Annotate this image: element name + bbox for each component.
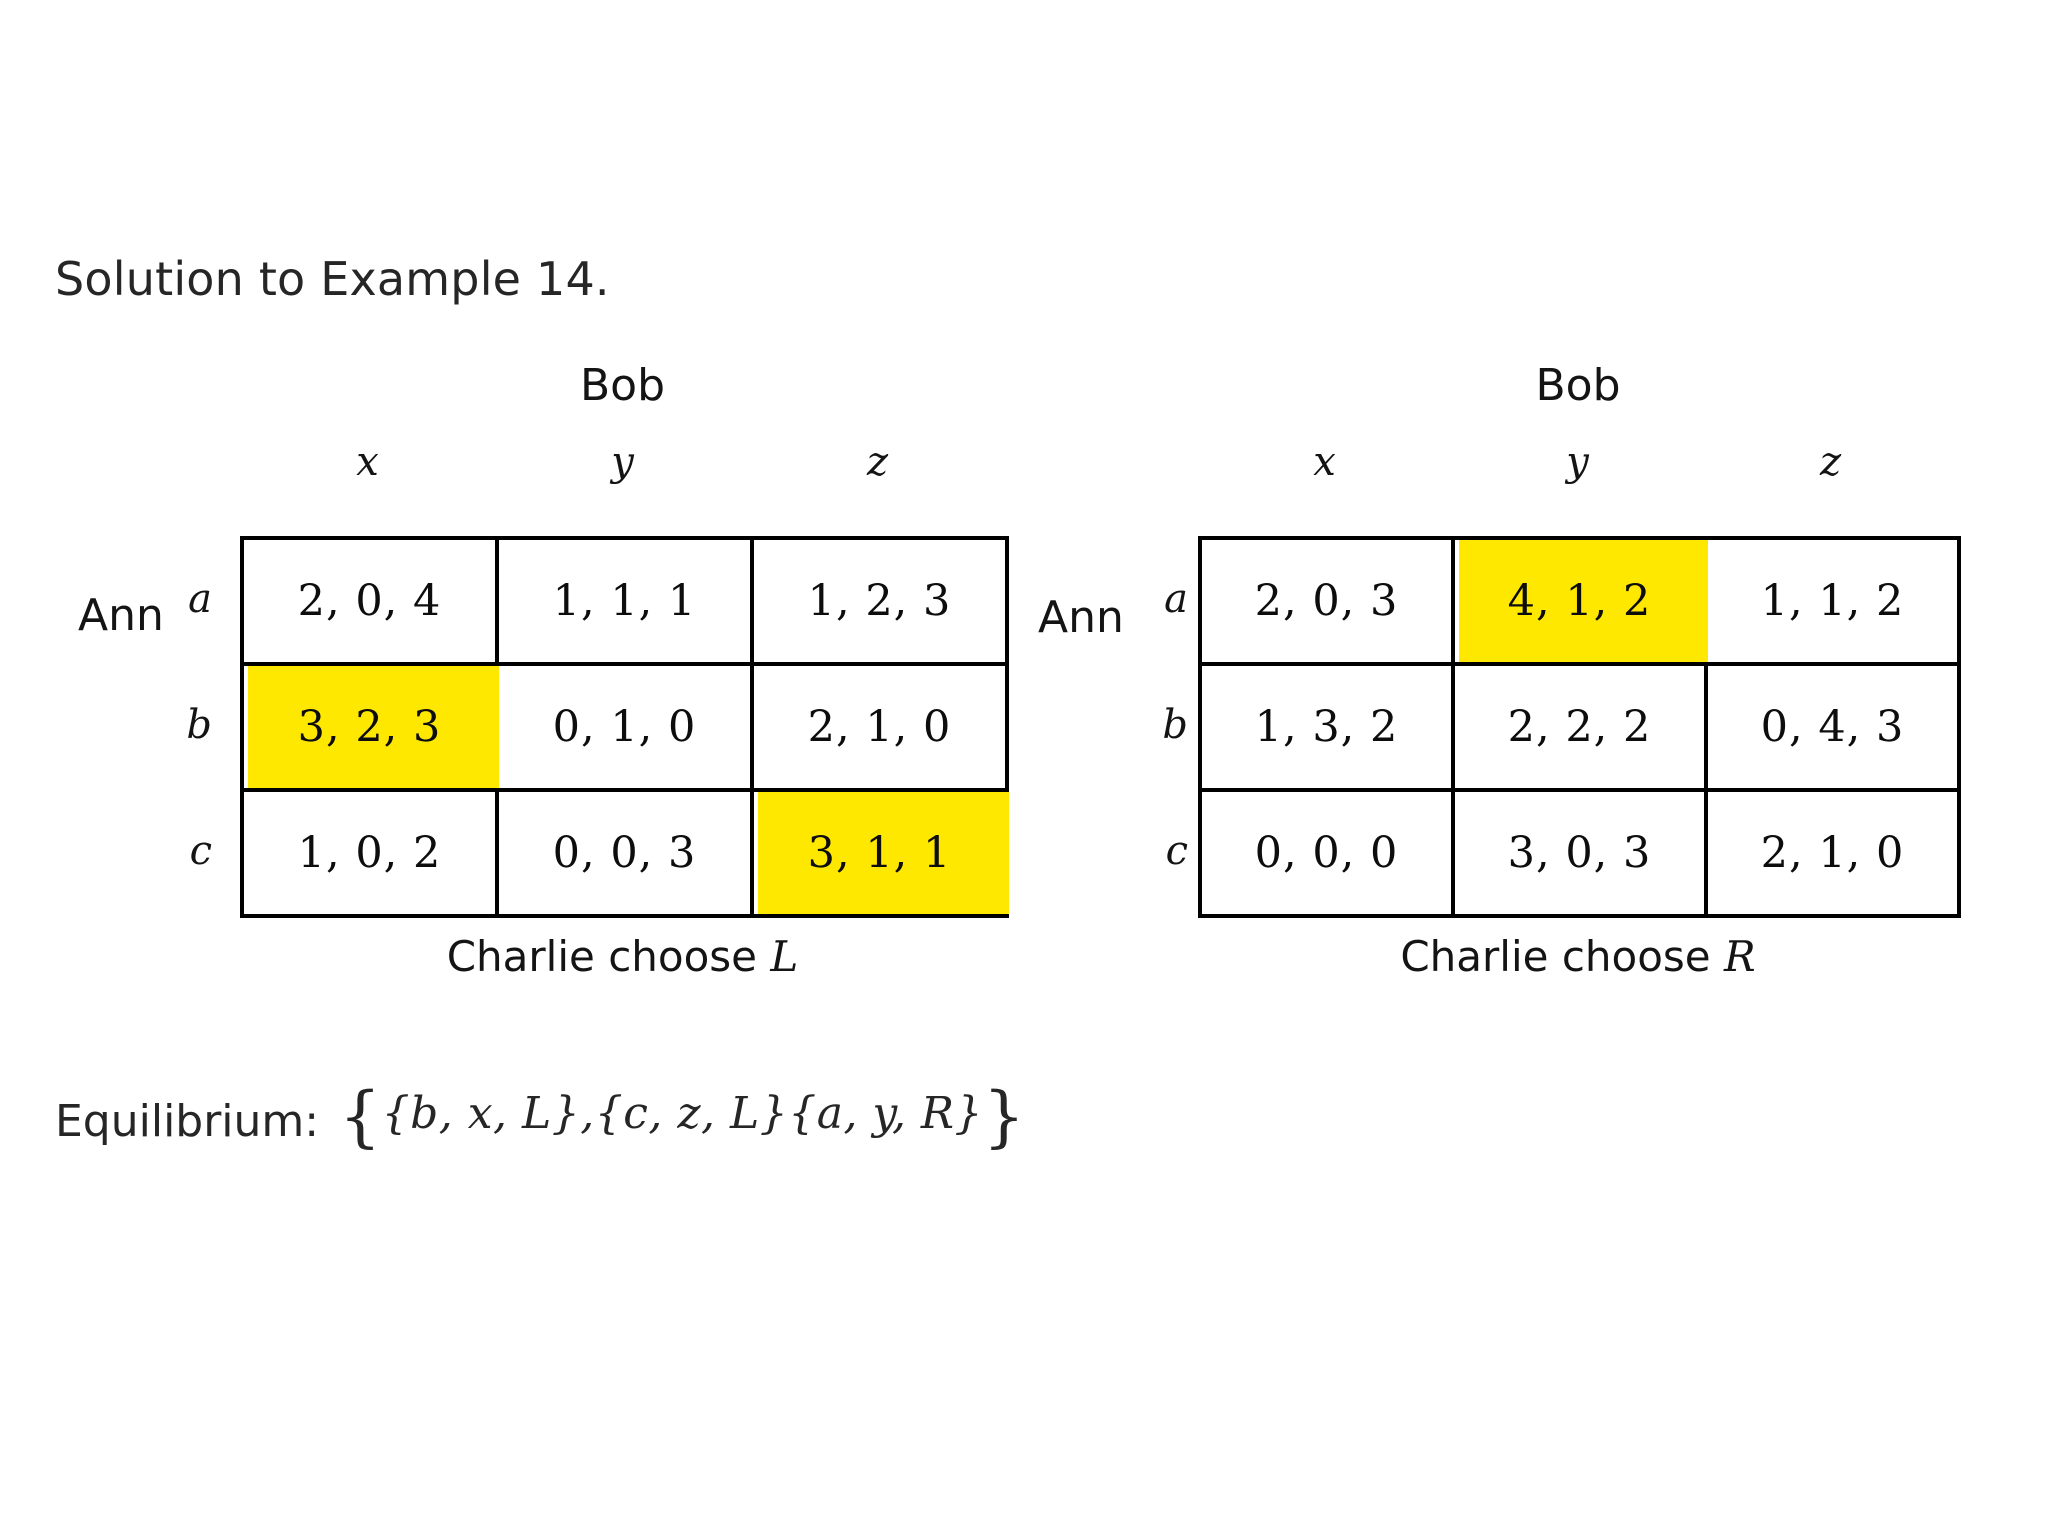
payoff-cell-c-z[interactable]: 3, 1, 1 <box>754 792 1009 918</box>
page-title: Solution to Example 14. <box>55 252 610 306</box>
row-header-a: a <box>1164 576 1188 622</box>
equilibrium-line: Equilibrium: { {b, x, L} , {c, z, L} {a,… <box>55 1077 1026 1155</box>
payoff-value: 4, 1, 2 <box>1507 576 1652 626</box>
payoff-grid: 2, 0, 4 1, 1, 1 1, 2, 3 3, 2, 3 0, 1, 0 … <box>240 536 1009 918</box>
column-player-label: Bob <box>579 360 666 411</box>
equilibrium-profile-2: {c, z, L} <box>594 1088 789 1139</box>
caption-text: Charlie choose <box>1400 932 1711 981</box>
payoff-cell-b-x[interactable]: 1, 3, 2 <box>1202 666 1455 792</box>
payoff-cell-b-y[interactable]: 2, 2, 2 <box>1455 666 1708 792</box>
table-row: 2, 0, 3 4, 1, 2 1, 1, 2 <box>1202 540 1961 666</box>
caption-text: Charlie choose <box>446 932 758 981</box>
payoff-cell-b-z[interactable]: 0, 4, 3 <box>1708 666 1961 792</box>
row-header-c: c <box>1165 828 1188 874</box>
payoff-value: 2, 1, 0 <box>807 702 952 752</box>
table-row: 0, 0, 0 3, 0, 3 2, 1, 0 <box>1202 792 1961 918</box>
caption-action: L <box>770 932 799 981</box>
payoff-value: 3, 0, 3 <box>1507 828 1652 878</box>
payoff-value: 0, 4, 3 <box>1760 702 1905 752</box>
column-header-y: y <box>611 439 634 485</box>
payoff-value: 0, 0, 0 <box>1254 828 1399 878</box>
table-row: 1, 3, 2 2, 2, 2 0, 4, 3 <box>1202 666 1961 792</box>
payoff-value: 2, 0, 4 <box>297 576 442 626</box>
row-header-b: b <box>186 702 212 748</box>
payoff-cell-c-x[interactable]: 1, 0, 2 <box>244 792 499 918</box>
payoff-value: 1, 1, 2 <box>1760 576 1905 626</box>
payoff-cell-b-x[interactable]: 3, 2, 3 <box>244 666 499 792</box>
row-headers: a b c <box>162 536 224 914</box>
payoff-value: 2, 0, 3 <box>1254 576 1399 626</box>
payoff-cell-b-y[interactable]: 0, 1, 0 <box>499 666 754 792</box>
payoff-value: 1, 0, 2 <box>297 828 442 878</box>
payoff-cell-a-z[interactable]: 1, 2, 3 <box>754 540 1009 666</box>
table-row: 3, 2, 3 0, 1, 0 2, 1, 0 <box>244 666 1009 792</box>
payoff-value: 3, 1, 1 <box>807 828 952 878</box>
column-player-label: Bob <box>1535 360 1621 411</box>
payoff-grid: 2, 0, 3 4, 1, 2 1, 1, 2 1, 3, 2 2, 2, 2 … <box>1198 536 1961 918</box>
payoff-cell-a-y[interactable]: 4, 1, 2 <box>1455 540 1708 666</box>
payoff-cell-c-x[interactable]: 0, 0, 0 <box>1202 792 1455 918</box>
caption-action: R <box>1724 932 1756 981</box>
equilibrium-separator-1: , <box>580 1088 595 1139</box>
payoff-value: 2, 2, 2 <box>1507 702 1652 752</box>
payoff-cell-a-z[interactable]: 1, 1, 2 <box>1708 540 1961 666</box>
equilibrium-profile-1: {b, x, L} <box>381 1088 581 1139</box>
payoff-value: 0, 1, 0 <box>552 702 697 752</box>
payoff-value: 1, 2, 3 <box>807 576 952 626</box>
table-row: 2, 0, 4 1, 1, 1 1, 2, 3 <box>244 540 1009 666</box>
row-header-b: b <box>1162 702 1188 748</box>
payoff-cell-c-y[interactable]: 3, 0, 3 <box>1455 792 1708 918</box>
payoff-cell-c-z[interactable]: 2, 1, 0 <box>1708 792 1961 918</box>
row-headers: a b c <box>1138 536 1200 914</box>
row-header-c: c <box>189 828 212 874</box>
payoff-value: 2, 1, 0 <box>1760 828 1905 878</box>
row-player-label: Ann <box>1038 592 1124 643</box>
row-player-label: Ann <box>78 590 164 641</box>
column-headers: x y z <box>240 442 1005 482</box>
payoff-cell-c-y[interactable]: 0, 0, 3 <box>499 792 754 918</box>
column-header-x: x <box>1313 439 1336 485</box>
outer-brace-open: { <box>339 1077 382 1155</box>
equilibrium-profile-3: {a, y, R} <box>788 1088 984 1139</box>
equilibrium-expression: { {b, x, L} , {c, z, L} {a, y, R} } <box>339 1077 1026 1155</box>
row-header-a: a <box>188 576 212 622</box>
column-header-y: y <box>1566 439 1589 485</box>
equilibrium-label: Equilibrium: <box>55 1095 320 1147</box>
column-header-x: x <box>356 439 379 485</box>
payoff-value: 3, 2, 3 <box>297 702 442 752</box>
column-headers: x y z <box>1198 442 1957 482</box>
column-header-z: z <box>1819 439 1842 485</box>
payoff-cell-a-x[interactable]: 2, 0, 3 <box>1202 540 1455 666</box>
payoff-cell-a-y[interactable]: 1, 1, 1 <box>499 540 754 666</box>
payoff-value: 1, 3, 2 <box>1254 702 1399 752</box>
column-header-z: z <box>866 439 889 485</box>
outer-brace-close: } <box>983 1077 1026 1155</box>
payoff-value: 0, 0, 3 <box>552 828 697 878</box>
table-row: 1, 0, 2 0, 0, 3 3, 1, 1 <box>244 792 1009 918</box>
payoff-value: 1, 1, 1 <box>552 576 697 626</box>
payoff-cell-a-x[interactable]: 2, 0, 4 <box>244 540 499 666</box>
matrix-caption: Charlie choose R <box>1198 932 1958 981</box>
payoff-cell-b-z[interactable]: 2, 1, 0 <box>754 666 1009 792</box>
matrix-caption: Charlie choose L <box>240 932 1005 981</box>
